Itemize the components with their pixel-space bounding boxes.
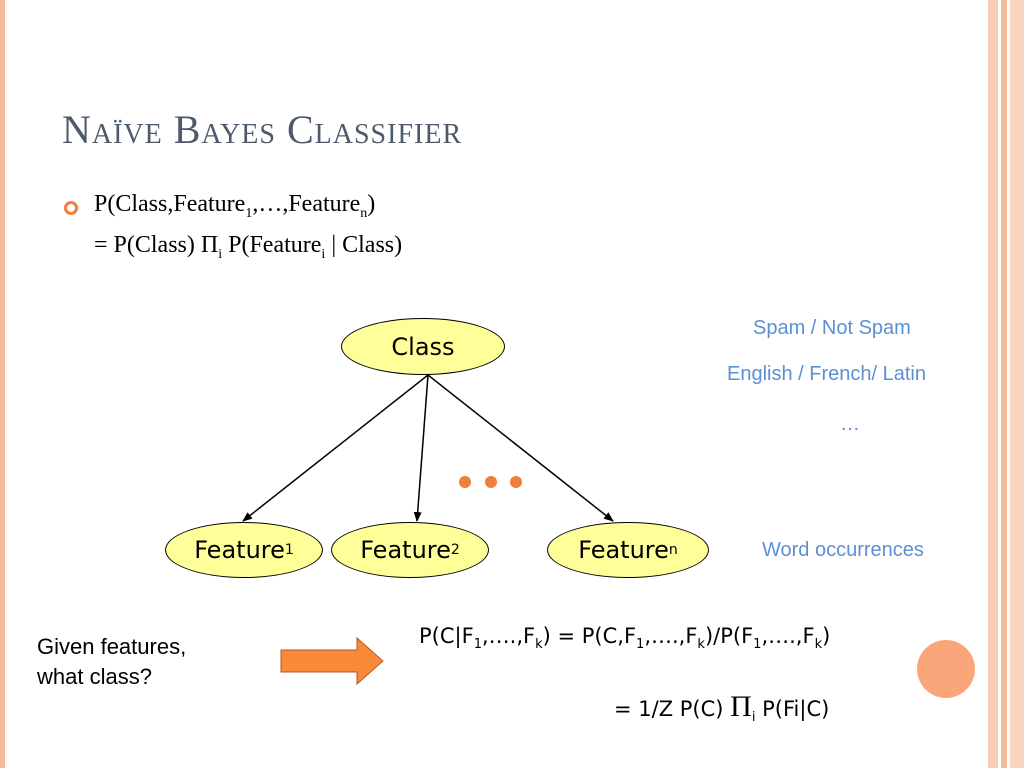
right-arrow-icon <box>280 636 384 686</box>
question-text: Given features, what class? <box>37 632 186 692</box>
formula-line-1: P(Class,Feature1,…,Featuren) <box>94 191 376 221</box>
class-example-ellipsis: … <box>840 413 860 435</box>
feature-example-words: Word occurrences <box>762 539 924 561</box>
formula-line-2: = P(Class) Πi P(Featurei | Class) <box>94 232 403 262</box>
class-example-spam: Spam / Not Spam <box>753 317 911 339</box>
question-line-1: Given features, <box>37 634 187 659</box>
question-line-2: what class? <box>37 664 152 689</box>
bayes-equation-2: = 1/Z P(C) Πi P(Fi|C) <box>614 690 830 726</box>
edge-class-feature1 <box>242 374 429 522</box>
right-stripe-2 <box>1001 0 1007 768</box>
edge-class-featuren <box>427 374 614 522</box>
slide-title: Naïve Bayes Classifier <box>62 107 463 152</box>
right-stripe-1 <box>988 0 998 768</box>
decorative-circle <box>917 640 975 698</box>
edge-class-feature2 <box>413 374 429 522</box>
class-node: Class <box>341 318 505 375</box>
ellipsis-dot-1 <box>459 476 471 488</box>
bullet-ring-icon <box>64 201 78 215</box>
ellipsis-dot-2 <box>485 476 497 488</box>
class-example-language: English / French/ Latin <box>727 363 926 385</box>
right-stripe-3 <box>1010 0 1024 768</box>
left-accent-stripe <box>0 0 5 768</box>
ellipsis-dot-3 <box>510 476 522 488</box>
bayes-equation-1: P(C|F1,….,Fk) = P(C,F1,….,Fk)/P(F1,….,Fk… <box>419 624 831 653</box>
